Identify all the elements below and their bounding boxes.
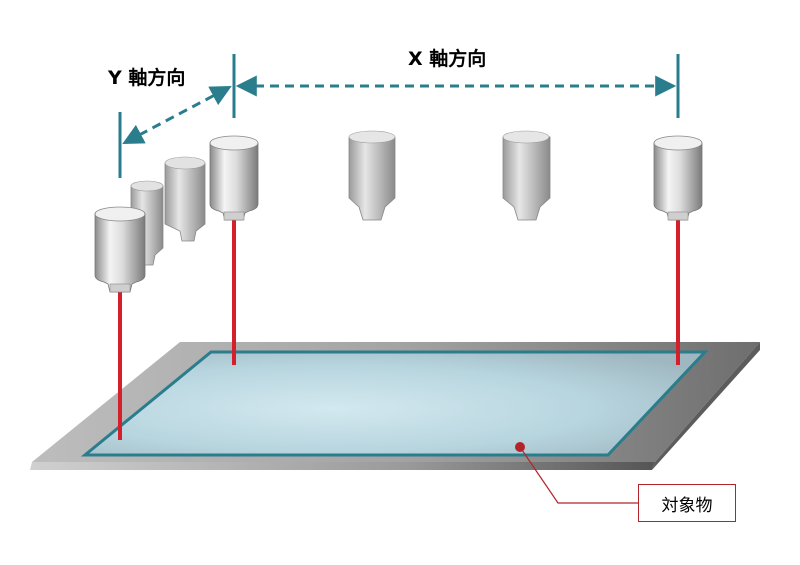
sensor-head-front-left	[94, 206, 146, 293]
sensor-head-back-left	[209, 135, 259, 221]
laser-beams	[118, 218, 680, 440]
target-panel	[80, 350, 709, 457]
y-axis-label: Y 軸方向	[108, 67, 186, 89]
x-axis-label: X 軸方向	[408, 48, 487, 70]
y-axis-indicator	[118, 86, 232, 178]
sensor-head-back-right	[653, 135, 703, 221]
y-ghost-heads	[130, 156, 206, 266]
target-leader	[515, 442, 638, 504]
target-label: 対象物	[638, 484, 736, 522]
x-axis-indicator	[232, 54, 680, 118]
x-ghost-heads	[348, 130, 551, 221]
